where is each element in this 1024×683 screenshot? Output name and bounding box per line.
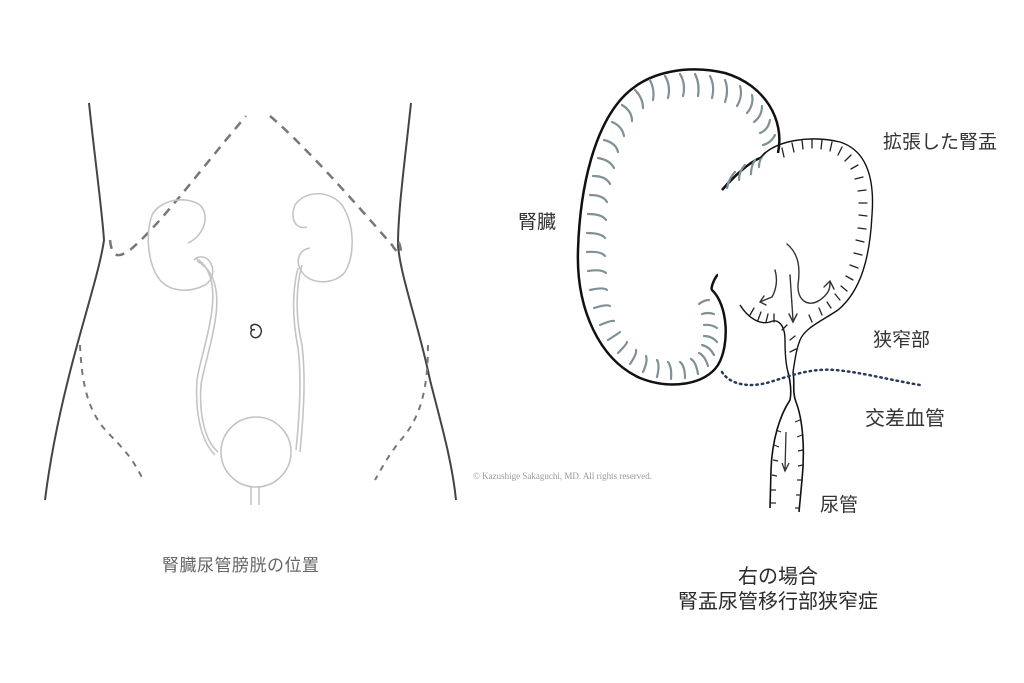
ureter-hatch	[771, 419, 804, 509]
ureter-right	[194, 257, 216, 456]
bladder	[220, 416, 292, 488]
pelvis-outline	[79, 344, 429, 481]
dilated-pelvis-label: 拡張した腎盂	[883, 131, 998, 153]
right-caption-line2: 腎盂尿管移行部狭窄症	[678, 589, 878, 613]
ureter-left	[296, 264, 305, 453]
urethra	[250, 487, 260, 505]
pelvis-hatch	[749, 138, 868, 353]
crossing-vessel-line	[720, 368, 922, 387]
kidney-outline	[576, 68, 781, 386]
kidney-cortex-hatch	[585, 72, 777, 381]
dilated-pelvis-outline	[739, 138, 874, 373]
urine-flow-arrows	[758, 243, 835, 324]
urinary-organs	[147, 192, 353, 505]
stenosis-label: 狭窄部	[873, 329, 931, 351]
right-caption-line1: 右の場合	[738, 564, 818, 588]
body-outline	[44, 102, 457, 501]
kidney-right	[147, 199, 214, 291]
copyright-notice: © Kazushige Sakaguchi, MD. All rights re…	[473, 471, 653, 481]
ureter-outline	[769, 371, 805, 513]
navel-icon	[250, 323, 263, 339]
crossing-vessel-label: 交差血管	[865, 406, 945, 430]
right-figure-caption: 右の場合 腎盂尿管移行部狭窄症	[668, 564, 888, 614]
rib-margin	[108, 115, 403, 257]
kidney-label: 腎臓	[518, 211, 557, 233]
left-figure-caption: 腎臓尿管膀胱の位置	[162, 556, 320, 576]
ureter-label: 尿管	[820, 494, 859, 516]
